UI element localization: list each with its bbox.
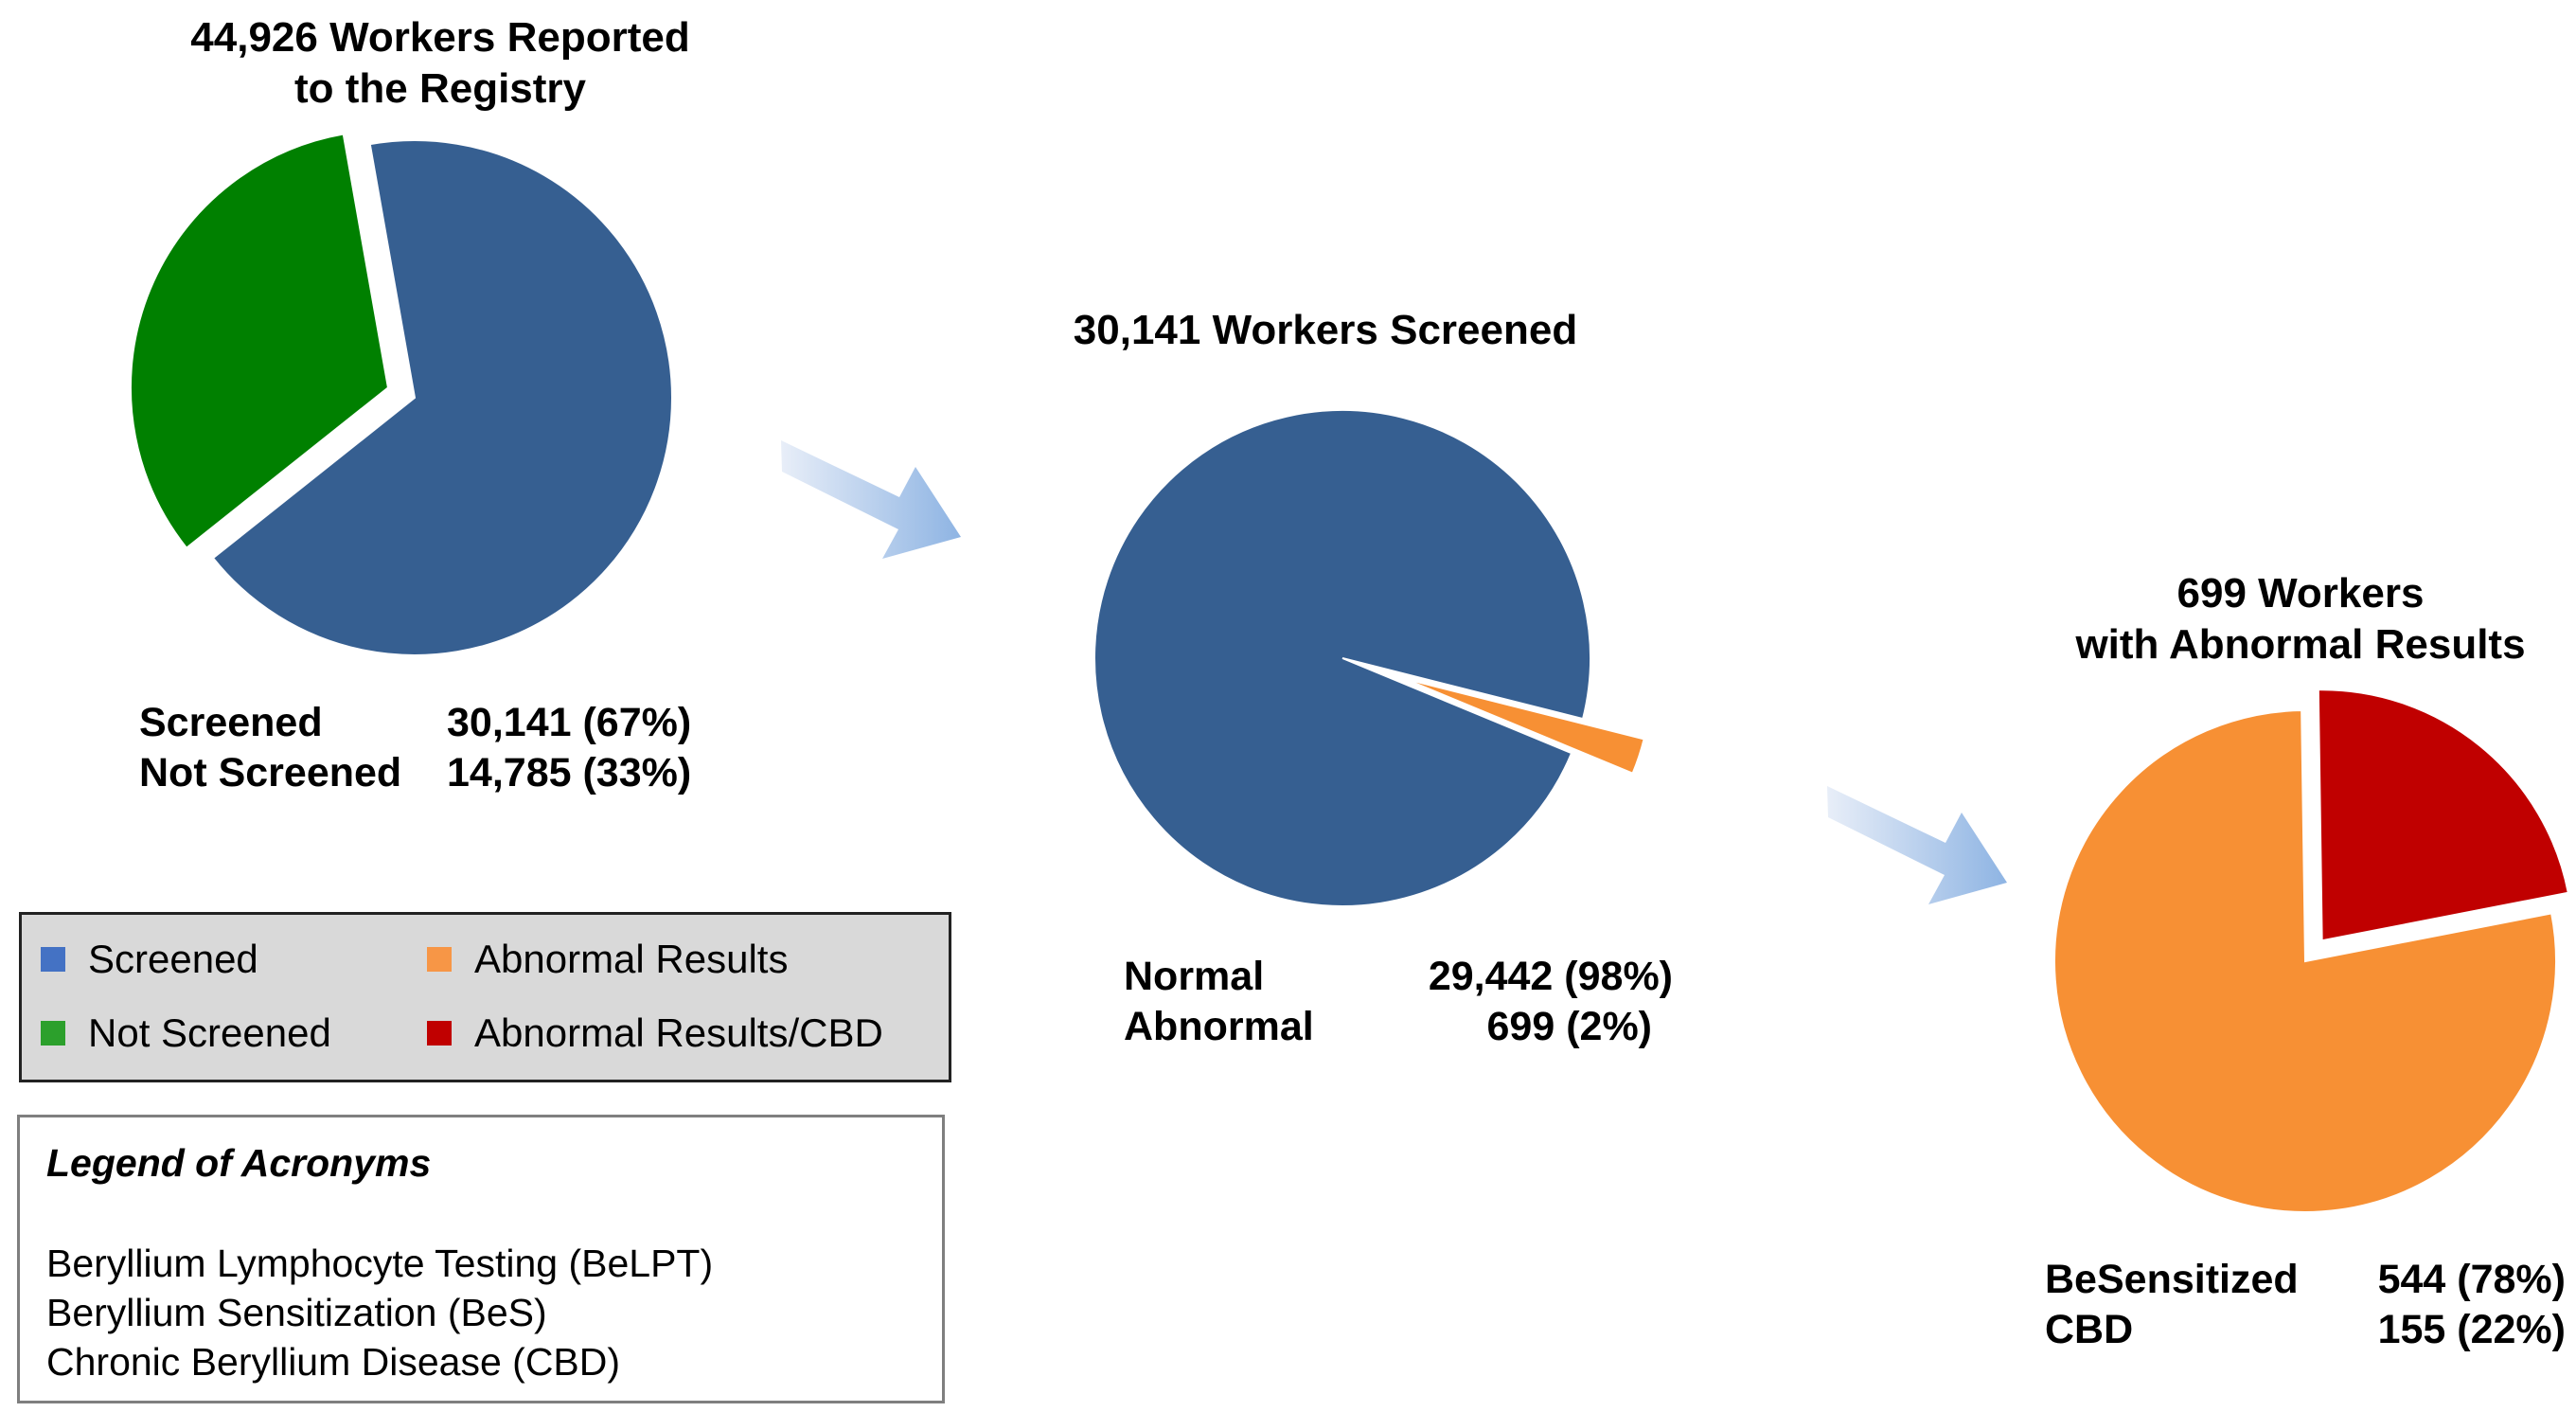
flow-arrow-1: [781, 440, 961, 559]
pie3-value-cbd: 155 (22%): [2377, 1307, 2566, 1352]
pie2-value-abnormal: 699 (2%): [1486, 1004, 1652, 1049]
pie1-slice-not-screened: [129, 133, 390, 550]
pie2-label-normal: Normal: [1124, 954, 1265, 999]
acronym-legend-title: Legend of Acronyms: [46, 1141, 432, 1185]
legend-swatch-screened: [41, 947, 65, 972]
pie2-title: 30,141 Workers Screened: [1073, 307, 1578, 353]
pie3-label-besensitized: BeSensitized: [2045, 1257, 2299, 1302]
pie2-slice-abnormal: [1403, 677, 1645, 775]
legend-label-not-screened: Not Screened: [88, 1010, 331, 1055]
pie2-label-abnormal: Abnormal: [1124, 1004, 1314, 1049]
legend-label-cbd: Abnormal Results/CBD: [474, 1010, 883, 1055]
pie1-title-line1: 44,926 Workers Reported: [190, 14, 690, 61]
pie1-title: 44,926 Workers Reported to the Registry: [142, 12, 738, 115]
pie1-label-screened: Screened: [139, 700, 323, 745]
pie3-stats: BeSensitized 544 (78%) CBD 155 (22%): [2045, 1255, 2566, 1355]
legend-swatch-cbd: [427, 1021, 452, 1046]
pie1-value-not-screened: 14,785 (33%): [447, 750, 692, 795]
pie1-slice-screened: [211, 139, 673, 656]
pie3-title-line1: 699 Workers: [2176, 570, 2425, 617]
pie3-title: 699 Workers with Abnormal Results: [1998, 568, 2576, 670]
legend-label-screened: Screened: [88, 937, 258, 981]
pie3-slice-cbd: [2317, 688, 2569, 942]
acronym-legend: Legend of Acronyms Beryllium Lymphocyte …: [17, 1115, 945, 1403]
pie1-stats: Screened 30,141 (67%) Not Screened 14,78…: [139, 698, 717, 798]
legend-swatch-abnormal: [427, 947, 452, 972]
legend-label-abnormal: Abnormal Results: [474, 937, 789, 981]
pie1-label-not-screened: Not Screened: [139, 750, 402, 795]
pie1-title-line2: to the Registry: [293, 65, 587, 112]
pie2-value-normal: 29,442 (98%): [1428, 954, 1673, 999]
acronym-line-cbd: Chronic Beryllium Disease (CBD): [46, 1340, 621, 1384]
pie3-title-line2: with Abnormal Results: [2075, 621, 2526, 668]
pie1-value-screened: 30,141 (67%): [447, 700, 692, 745]
pie2-slice-normal: [1093, 409, 1591, 908]
legend-swatch-not-screened: [41, 1021, 65, 1046]
acronym-line-belpt: Beryllium Lymphocyte Testing (BeLPT): [46, 1242, 714, 1285]
flow-arrow-2: [1827, 786, 2007, 904]
color-legend: Screened Abnormal Results Not Screened A…: [19, 912, 951, 1082]
acronym-line-bes: Beryllium Sensitization (BeS): [46, 1291, 547, 1334]
pie2-stats: Normal 29,442 (98%) Abnormal 699 (2%): [1124, 952, 1692, 1052]
pie3-slice-besensitized: [2053, 709, 2557, 1213]
pie3-label-cbd: CBD: [2045, 1307, 2134, 1352]
pie3-value-besensitized: 544 (78%): [2377, 1257, 2566, 1302]
